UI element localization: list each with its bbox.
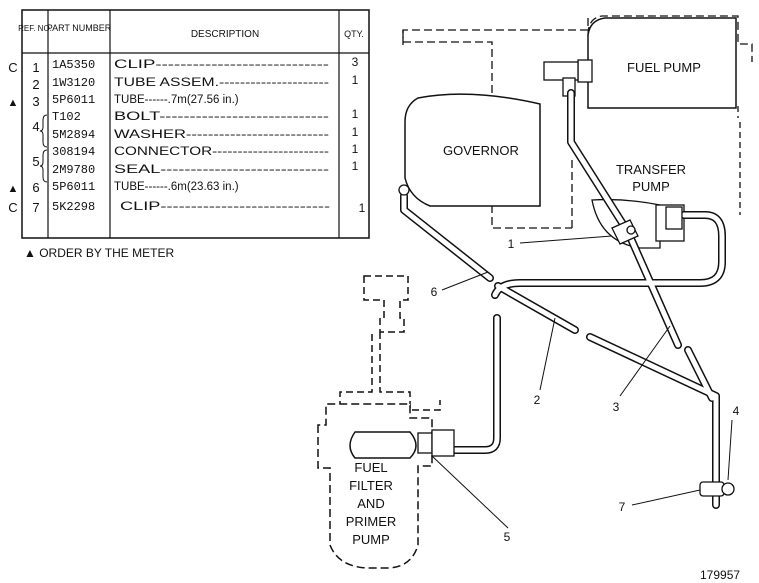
- table-row-qty: 1: [359, 201, 366, 215]
- callout-2: 2: [534, 393, 541, 407]
- fuel-pump-label: FUEL PUMP: [627, 60, 701, 75]
- table-row-mark: ▲: [8, 97, 19, 109]
- table-row-desc: TUBE ASSEM.---------------------: [114, 77, 329, 89]
- table-row-desc: SEAL----------------------------: [114, 164, 329, 176]
- bolt-part-4: [721, 482, 735, 496]
- figure-number: 179957: [700, 568, 740, 582]
- table-row-desc: BOLT----------------------------: [114, 111, 329, 123]
- table-row-qty: 1: [352, 73, 359, 87]
- table-row-desc: CLIP----------------------------: [120, 201, 330, 213]
- table-row-qty: 1: [352, 159, 359, 173]
- fuel-filter-label: FUEL: [354, 460, 387, 475]
- table-row-mark: C: [8, 200, 17, 215]
- table-row-qty: 1: [352, 125, 359, 139]
- table-row-ref: 6: [32, 180, 39, 195]
- table-row-ref: 4: [32, 119, 39, 134]
- table-row-part: 5M2894: [52, 128, 95, 142]
- table-row-part: 5K2298: [52, 200, 95, 214]
- table-row-part: 1W3120: [52, 76, 95, 90]
- callout-6: 6: [431, 285, 438, 299]
- header-description: DESCRIPTION: [191, 29, 259, 40]
- transfer-pump-label: TRANSFER: [616, 162, 686, 177]
- table-row-qty: 1: [352, 142, 359, 156]
- fuel-filter-primer-pump: [317, 275, 441, 569]
- table-row-ref: 1: [32, 60, 39, 75]
- table-row-part: 2M9780: [52, 163, 95, 177]
- table-row-part: T102: [52, 110, 81, 124]
- table-row-part: 1A5350: [52, 58, 95, 72]
- table-row-desc: WASHER--------------------------: [114, 129, 329, 141]
- callout-3: 3: [613, 400, 620, 414]
- fuel-filter-label: PUMP: [352, 532, 390, 547]
- governor-label: GOVERNOR: [443, 143, 519, 158]
- callout-7: 7: [619, 500, 626, 514]
- table-row-part: 5P6011: [52, 180, 95, 194]
- fuel-filter-label: AND: [357, 496, 384, 511]
- fuel-filter-label: PRIMER: [346, 514, 397, 529]
- transfer-pump-fitting: [665, 206, 683, 230]
- group-brace: [39, 149, 48, 183]
- table-row-ref: 2: [32, 77, 39, 92]
- fuel-pump-body: [543, 17, 737, 109]
- connector-nut: [431, 429, 455, 457]
- table-row-qty: 1: [352, 107, 359, 121]
- governor-body: [404, 93, 541, 207]
- header-qty: QTY.: [344, 29, 364, 39]
- header-part-number: PART NUMBER: [47, 23, 112, 33]
- callout-leaders: [431, 235, 733, 529]
- table-row-desc: CLIP----------------------------: [114, 59, 329, 71]
- group-brace: [39, 114, 48, 148]
- table-row-qty: 3: [352, 55, 359, 69]
- clip-part-7: [699, 481, 725, 497]
- governor-fitting: [398, 184, 410, 196]
- callout-1: 1: [508, 237, 515, 251]
- fuel-filter-label: FILTER: [349, 478, 393, 493]
- table-row-desc: CONNECTOR-----------------------: [114, 146, 329, 158]
- table-row-ref: 3: [32, 94, 39, 109]
- table-row-mark: C: [8, 60, 17, 75]
- parts-table: REF. NO. PART NUMBER DESCRIPTION QTY. C …: [8, 9, 370, 239]
- transfer-pump-label: PUMP: [632, 179, 670, 194]
- order-by-meter-note: ▲ ORDER BY THE METER: [24, 246, 174, 260]
- table-row-part: 5P6011: [52, 93, 95, 107]
- table-row-desc: TUBE------.6m(23.63 in.): [114, 181, 239, 193]
- callout-5: 5: [504, 530, 511, 544]
- connector-fitting: [417, 432, 433, 454]
- table-row-ref: 7: [32, 200, 39, 215]
- table-row-part: 308194: [52, 145, 95, 159]
- header-ref-no: REF. NO.: [18, 24, 52, 33]
- table-row-mark: ▲: [8, 183, 19, 195]
- callout-4: 4: [733, 404, 740, 418]
- table-row-desc: TUBE------.7m(27.56 in.): [114, 94, 239, 106]
- table-row-ref: 5: [32, 154, 39, 169]
